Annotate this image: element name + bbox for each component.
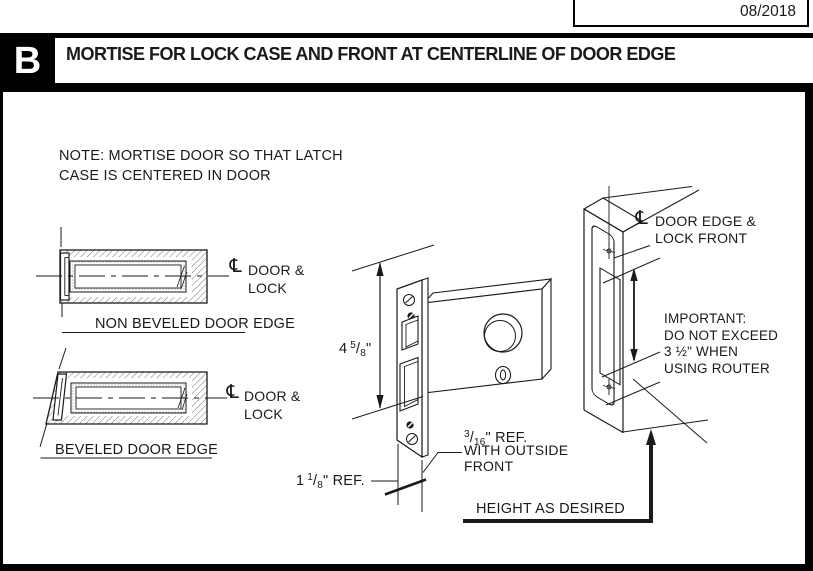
nonbeveled-centerline-label: DOOR & LOCK [248, 262, 305, 296]
inch-mark: " [485, 430, 491, 446]
fraction-slash: / [469, 430, 474, 446]
beveled-centerline-label: DOOR & LOCK [244, 388, 301, 422]
revision-date-box: 08/2018 [573, 0, 809, 27]
frame-left-border [0, 33, 3, 571]
dimension-whole: 1 [296, 473, 305, 489]
front-recess [591, 225, 615, 406]
lock-case-drawing [351, 244, 553, 512]
dimension-denominator: 8 [360, 348, 367, 359]
inch-mark: " [366, 341, 372, 357]
frame-right-border [805, 92, 813, 571]
lock-pocket [599, 267, 621, 386]
fraction-slash: / [313, 473, 318, 489]
dooredge-centerline-label: DOOR EDGE & LOCK FRONT [655, 213, 756, 246]
dimension-suffix: REF. [490, 430, 528, 446]
dimension-suffix: REF. [328, 473, 365, 489]
dimension-whole: 4 [339, 341, 348, 357]
fraction-slash: / [356, 341, 361, 357]
screw-center-marks [602, 243, 616, 395]
beveled-caption: BEVELED DOOR EDGE [55, 442, 218, 458]
height-arrow [463, 429, 656, 523]
header-bottom-border [0, 83, 813, 92]
section-letter-badge: B [0, 33, 55, 83]
door-edge-drawing [582, 186, 709, 444]
centerline-symbol-dooredge: ℄ [633, 207, 651, 229]
page-title: MORTISE FOR LOCK CASE AND FRONT AT CENTE… [66, 44, 676, 64]
height-as-desired-label: HEIGHT AS DESIRED [476, 501, 625, 517]
dimension-denominator: 8 [317, 480, 324, 491]
dimension-numerator: 5 [350, 340, 357, 351]
mortise-note: NOTE: MORTISE DOOR SO THAT LATCH CASE IS… [59, 148, 343, 184]
spindle-hole [494, 365, 512, 385]
nonbeveled-caption: NON BEVELED DOOR EDGE [95, 316, 295, 332]
centerline-symbol-nonbeveled: ℄ [227, 255, 245, 277]
beveled-section-drawing [33, 347, 227, 459]
frame-bottom-border [0, 564, 813, 571]
router-important-note: IMPORTANT: DO NOT EXCEED 3 ½" WHEN USING… [664, 311, 779, 376]
inch-mark: " [323, 473, 329, 489]
dimension-numerator: 1 [307, 472, 314, 483]
dimension-numerator: 3 [464, 429, 470, 440]
non-beveled-section-drawing [36, 227, 245, 334]
header-top-border [0, 33, 813, 38]
cylinder-hole [483, 313, 523, 353]
centerline-symbol-beveled: ℄ [224, 381, 242, 403]
section-letter: B [13, 40, 42, 82]
dimension-denominator: 16 [474, 437, 486, 448]
revision-date: 08/2018 [739, 3, 796, 20]
front-thickness-dimension: 3/16" REF. [464, 426, 527, 452]
front-thickness-note: WITH OUTSIDE FRONT [464, 442, 569, 474]
